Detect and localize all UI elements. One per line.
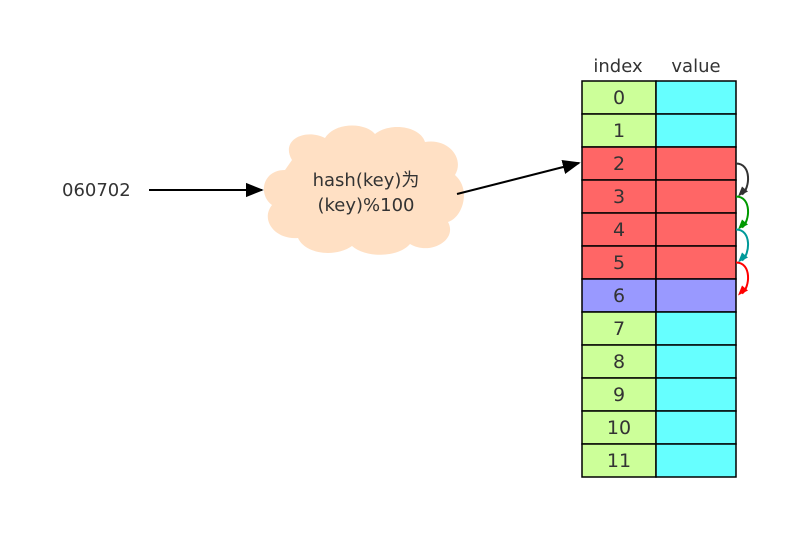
input-key-label: 060702	[62, 180, 131, 201]
table-row-8: 8	[581, 344, 737, 379]
index-label: 6	[613, 285, 625, 307]
index-label: 10	[607, 417, 631, 439]
value-cell	[655, 410, 737, 445]
table-row-6: 6	[581, 278, 737, 313]
table-row-4: 4	[581, 212, 737, 247]
table-row-7: 7	[581, 311, 737, 346]
index-label: 4	[613, 219, 625, 241]
table-row-10: 10	[581, 410, 737, 445]
hash-to-slot-arrow	[456, 160, 581, 195]
index-label: 11	[607, 450, 631, 472]
probe-arrowhead-1	[738, 186, 748, 197]
value-cell	[655, 344, 737, 379]
index-label: 9	[613, 384, 625, 406]
table-row-2: 2	[581, 146, 737, 181]
value-cell	[655, 212, 737, 247]
table-row-3: 3	[581, 179, 737, 214]
value-cell	[655, 80, 737, 115]
value-cell	[655, 377, 737, 412]
table-row-9: 9	[581, 377, 737, 412]
table-row-1: 1	[581, 113, 737, 148]
probe-arrowhead-2	[738, 219, 748, 230]
index-cell	[581, 146, 657, 181]
index-cell	[581, 278, 657, 313]
index-column-header: index	[593, 56, 643, 77]
table-row-5: 5	[581, 245, 737, 280]
value-cell	[655, 179, 737, 214]
hash-text-line2: (key)%100	[317, 195, 414, 216]
cloud-shape	[263, 125, 464, 255]
value-column-header: value	[671, 56, 720, 77]
index-label: 8	[613, 351, 625, 373]
value-cell	[655, 278, 737, 313]
index-label: 7	[613, 318, 625, 340]
index-cell	[581, 179, 657, 214]
value-cell	[655, 146, 737, 181]
value-cell	[655, 443, 737, 478]
probe-arrowhead-3	[738, 252, 748, 263]
probe-arrowhead-4	[738, 285, 748, 296]
value-cell	[655, 311, 737, 346]
index-cell	[581, 245, 657, 280]
index-label: 5	[613, 252, 625, 274]
index-label: 3	[613, 186, 625, 208]
index-label: 1	[613, 120, 625, 142]
hash-table: 0 1 2 3 4 5 6 7 8 9 10 11	[581, 80, 737, 478]
hash-text-line1: hash(key)为	[313, 170, 420, 191]
hash-function-cloud: hash(key)为 (key)%100	[263, 125, 464, 255]
index-cell	[581, 443, 657, 478]
table-row-0: 0	[581, 80, 737, 115]
index-label: 2	[613, 153, 625, 175]
table-row-11: 11	[581, 443, 737, 478]
value-cell	[655, 245, 737, 280]
index-label: 0	[613, 87, 625, 109]
value-cell	[655, 113, 737, 148]
linear-probe-arrows	[735, 162, 749, 296]
